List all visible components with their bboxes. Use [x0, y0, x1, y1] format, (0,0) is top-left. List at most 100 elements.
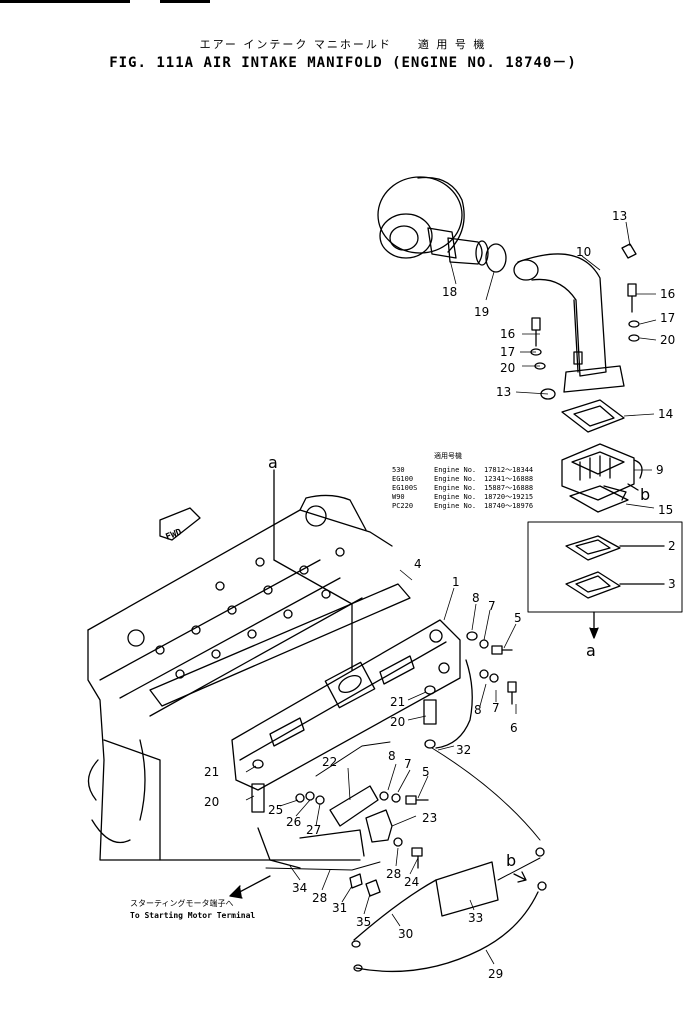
callout-5-upper: 5 — [514, 611, 522, 625]
app-row-2-model: EG100 — [392, 475, 413, 483]
wire-31-drawing — [435, 659, 473, 749]
callout-20-lower: 20 — [204, 795, 219, 809]
app-row-3-range: 15887～16888 — [484, 484, 533, 492]
callout-17-left: 20 — [500, 361, 515, 375]
ref-b-heater: b — [640, 485, 650, 504]
callout-19: 19 — [474, 305, 489, 319]
callout-33: 33 — [468, 911, 483, 925]
callout-16-right: 17 — [660, 311, 675, 325]
washer-8-mid-drawing — [479, 669, 489, 679]
callout-14: 16 — [500, 327, 515, 341]
ref-a-upper: a — [268, 453, 278, 472]
callout-5-lower: 5 — [422, 765, 430, 779]
app-row-4-model: W90 — [392, 493, 405, 501]
nut-11-drawing — [540, 388, 556, 400]
callout-13-upper: 14 — [658, 407, 673, 421]
intake-manifold-1-drawing — [231, 619, 461, 791]
callout-28: 28 — [312, 891, 327, 905]
callout-27-left: 27 — [306, 823, 321, 837]
app-row-4-range: 18720～19215 — [484, 493, 533, 501]
applicability-heading: 適用号機 — [434, 451, 462, 460]
callout-24: 24 — [404, 875, 419, 889]
bolt-5-lower-drawing — [405, 795, 429, 805]
title-japanese: エアー インテーク マニホールド 適 用 号 機 — [199, 38, 487, 51]
starting-motor-en: To Starting Motor Terminal — [130, 910, 255, 920]
washer-27-left-drawing — [315, 795, 325, 805]
fwd-label: FWD — [164, 527, 183, 543]
wire-28-drawing — [299, 829, 365, 857]
callout-15: 16 — [660, 287, 675, 301]
arrow-b-lower — [513, 871, 527, 883]
callout-12: 13 — [612, 209, 627, 223]
washer-8-upper-drawing — [466, 631, 478, 641]
callout-16-left: 17 — [500, 345, 515, 359]
washer-8-lower-drawing — [379, 791, 389, 801]
harness-33-drawing — [435, 861, 499, 917]
terminal-32-drawing — [349, 873, 363, 889]
gasket-3-drawing — [565, 571, 621, 599]
bolt-24-drawing — [411, 847, 423, 869]
fwd-arrow-drawing — [159, 507, 201, 541]
callout-30: 30 — [398, 927, 413, 941]
terminal-20-lower-drawing — [251, 783, 265, 813]
callout-4: 4 — [414, 557, 422, 571]
callout-32: 31 — [332, 901, 347, 915]
connector-18-drawing — [447, 237, 489, 266]
washer-7-upper-drawing — [479, 639, 489, 649]
ref-b-lower: b — [506, 851, 516, 870]
intake-pipe-10-drawing — [513, 253, 625, 393]
manifold-gasket-4-drawing — [149, 583, 411, 707]
callout-18: 18 — [442, 285, 457, 299]
engine-bolts-drawing — [155, 547, 345, 679]
inset-box — [527, 521, 683, 613]
callout-23: 23 — [422, 811, 437, 825]
terminal-end-3 — [351, 940, 361, 948]
terminal-end-1 — [535, 847, 545, 857]
washer-7-mid-drawing — [489, 673, 499, 683]
app-row-5-range: 18740～18976 — [484, 502, 533, 510]
bolt-5-upper-drawing — [491, 645, 513, 655]
terminal-20-upper-drawing — [423, 699, 437, 725]
wire-29-drawing — [355, 891, 539, 973]
bolt-15-drawing — [627, 283, 637, 313]
turbocharger-drawing — [377, 176, 465, 259]
callout-35: 35 — [356, 915, 371, 929]
wire-30-drawing — [353, 879, 437, 941]
callout-8-upper: 8 — [472, 591, 480, 605]
gasket-13-upper-drawing — [561, 399, 625, 433]
nut-21b-upper-drawing — [424, 739, 436, 749]
bolt-6-drawing — [507, 681, 517, 705]
app-row-5-model: PC220 — [392, 502, 413, 510]
gasket-13-lower-drawing — [569, 485, 629, 513]
app-row-5-label: Engine No. — [434, 502, 476, 510]
callout-8-mid: 8 — [474, 703, 482, 717]
callout-21-lower: 21 — [204, 765, 219, 779]
ref-a-lower: a — [586, 641, 596, 660]
bracket-22-drawing — [329, 785, 379, 827]
callout-22: 22 — [322, 755, 337, 769]
callout-29: 29 — [488, 967, 503, 981]
washer-25-drawing — [295, 793, 305, 803]
callout-6: 6 — [510, 721, 518, 735]
callout-34: 34 — [292, 881, 307, 895]
callout-3: 3 — [668, 577, 676, 591]
app-row-1-label: Engine No. — [434, 466, 476, 474]
clamp-19-drawing — [485, 243, 507, 273]
heater-9-drawing — [561, 443, 643, 501]
washer-16-right-drawing — [628, 320, 640, 328]
app-row-2-range: 12341～16888 — [484, 475, 533, 483]
app-row-3-label: Engine No. — [434, 484, 476, 492]
callout-2: 2 — [668, 539, 676, 553]
callout-13-lower: 15 — [658, 503, 673, 517]
bolt-14-drawing — [531, 317, 541, 347]
app-row-3-model: EG100S — [392, 484, 417, 492]
top-rule-left — [0, 0, 130, 3]
app-row-1-range: 17812～18344 — [484, 466, 533, 474]
washer-17-right-drawing — [628, 334, 640, 342]
callout-8-lower: 8 — [388, 749, 396, 763]
callout-11: 13 — [496, 385, 511, 399]
washer-7-lower-drawing — [391, 793, 401, 803]
nut-21-upper-drawing — [424, 685, 436, 695]
app-row-4-label: Engine No. — [434, 493, 476, 501]
